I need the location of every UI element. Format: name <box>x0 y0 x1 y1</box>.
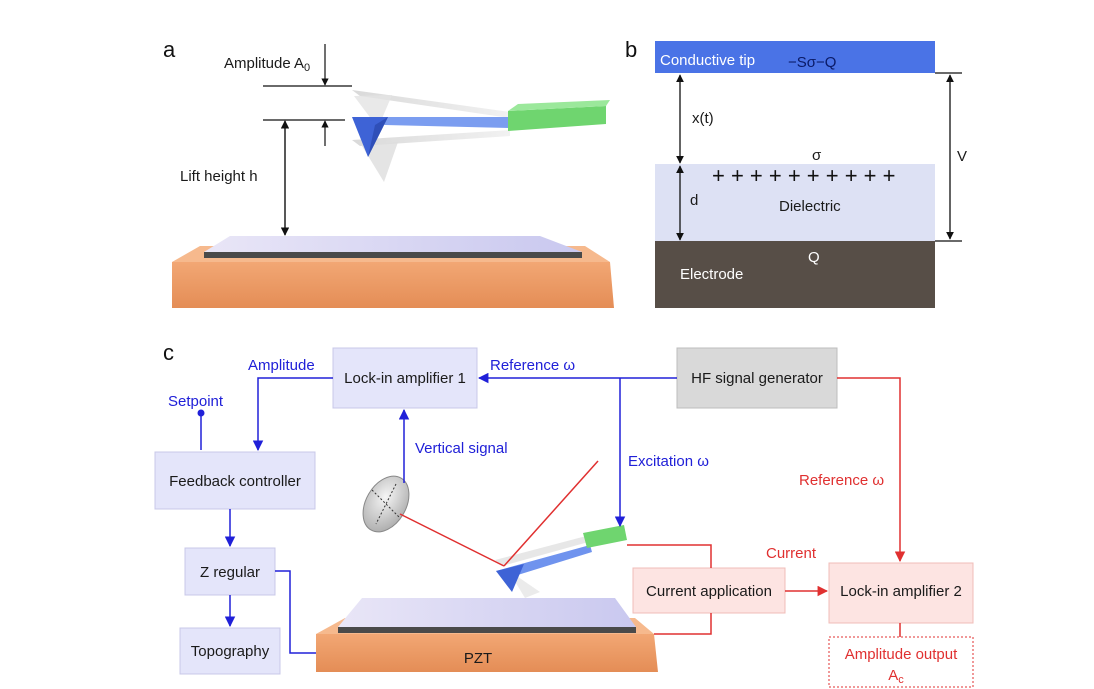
lift-height-label: Lift height h <box>180 168 258 185</box>
panel-a: a Amplitude A0 Lift height h <box>163 37 614 308</box>
lockin-amplifier-1-label: Lock-in amplifier 1 <box>344 370 466 387</box>
lockin-amplifier-2-label: Lock-in amplifier 2 <box>840 583 962 600</box>
hf-generator-box <box>676 347 838 409</box>
ghost-tip-upper <box>354 95 392 128</box>
dielectric-layer <box>655 164 935 241</box>
substrate-block <box>172 262 614 308</box>
z-regular-box <box>184 547 276 596</box>
panel-c: c Lock-in amplifier 1 HF signal generato… <box>154 340 974 688</box>
cantilever-tip-c <box>496 564 524 592</box>
photodetector-split-2 <box>375 483 397 525</box>
conductive-tip-label: Conductive tip <box>660 52 755 69</box>
feedback-controller-box <box>154 451 316 510</box>
electrode-label: Electrode <box>680 266 743 283</box>
sigma-label: σ <box>812 147 822 164</box>
pzt-block <box>316 634 658 672</box>
reference-2-label: Reference ω <box>799 472 884 489</box>
current-application-label: Current application <box>646 583 772 600</box>
feedback-controller-label: Feedback controller <box>169 473 301 490</box>
electrode-layer-c <box>338 627 636 633</box>
topography-label: Topography <box>191 643 270 660</box>
z-regular-label: Z regular <box>200 564 260 581</box>
panel-b: b Conductive tip −Sσ−Q σ + + + + + + + +… <box>625 37 967 308</box>
dielectric-film-c <box>338 598 636 627</box>
sample-to-current-line <box>654 613 712 635</box>
tip-to-current-line <box>627 544 712 568</box>
panel-b-letter: b <box>625 37 637 62</box>
q-label: Q <box>808 249 820 266</box>
cantilever-chip-c <box>583 525 627 548</box>
conductive-tip-bar <box>655 41 935 73</box>
topography-box <box>179 627 281 675</box>
x-label: x(t) <box>692 110 714 127</box>
electrode-layer-a <box>204 252 582 258</box>
amplitude-signal-label: Amplitude <box>248 357 315 374</box>
ghost-cantilever-upper <box>352 90 510 118</box>
panel-a-letter: a <box>163 37 176 62</box>
electrode-layer <box>655 241 935 308</box>
dielectric-film-a <box>204 236 582 252</box>
cantilever-tip-shade <box>368 117 388 157</box>
excitation-label: Excitation ω <box>628 453 709 470</box>
setpoint-dot <box>197 409 205 417</box>
v-label: V <box>957 148 967 165</box>
setpoint-label: Setpoint <box>168 393 224 410</box>
tip-charge-label: −Sσ−Q <box>788 54 836 71</box>
ghost-tip-lower <box>362 142 398 182</box>
ghost-cantilever-c <box>495 535 592 566</box>
photodetector-split-1 <box>371 489 401 519</box>
lockin-amplifier-2-box <box>828 562 974 624</box>
d-label: d <box>690 192 698 209</box>
hf-generator-label: HF signal generator <box>691 370 823 387</box>
laser-reflected <box>399 513 505 567</box>
surface-charges: + + + + + + + + + + <box>712 163 896 188</box>
amplitude-label: Amplitude A0 <box>224 55 310 74</box>
cantilever-beam <box>352 117 510 128</box>
pzt-label: PZT <box>464 650 492 667</box>
current-label: Current <box>766 545 817 562</box>
reference-2-line <box>837 377 906 563</box>
amplitude-output-symbol: Ac <box>888 667 904 686</box>
ghost-cantilever-lower <box>352 130 510 146</box>
laser-incident <box>503 460 599 567</box>
amplitude-output-box <box>828 636 974 688</box>
current-application-box <box>632 567 786 614</box>
amplitude-output-label: Amplitude output <box>845 646 958 663</box>
photodetector <box>362 475 410 533</box>
z-to-pzt-line <box>275 570 316 654</box>
lockin-amplifier-1-box <box>332 347 478 409</box>
cantilever-chip-top <box>508 100 610 111</box>
cantilever-chip <box>508 106 606 131</box>
panel-c-letter: c <box>163 340 174 365</box>
vertical-signal-label: Vertical signal <box>415 440 508 457</box>
amplitude-feedback-line <box>252 377 333 452</box>
dielectric-label: Dielectric <box>779 198 841 215</box>
reference-1-label: Reference ω <box>490 357 575 374</box>
